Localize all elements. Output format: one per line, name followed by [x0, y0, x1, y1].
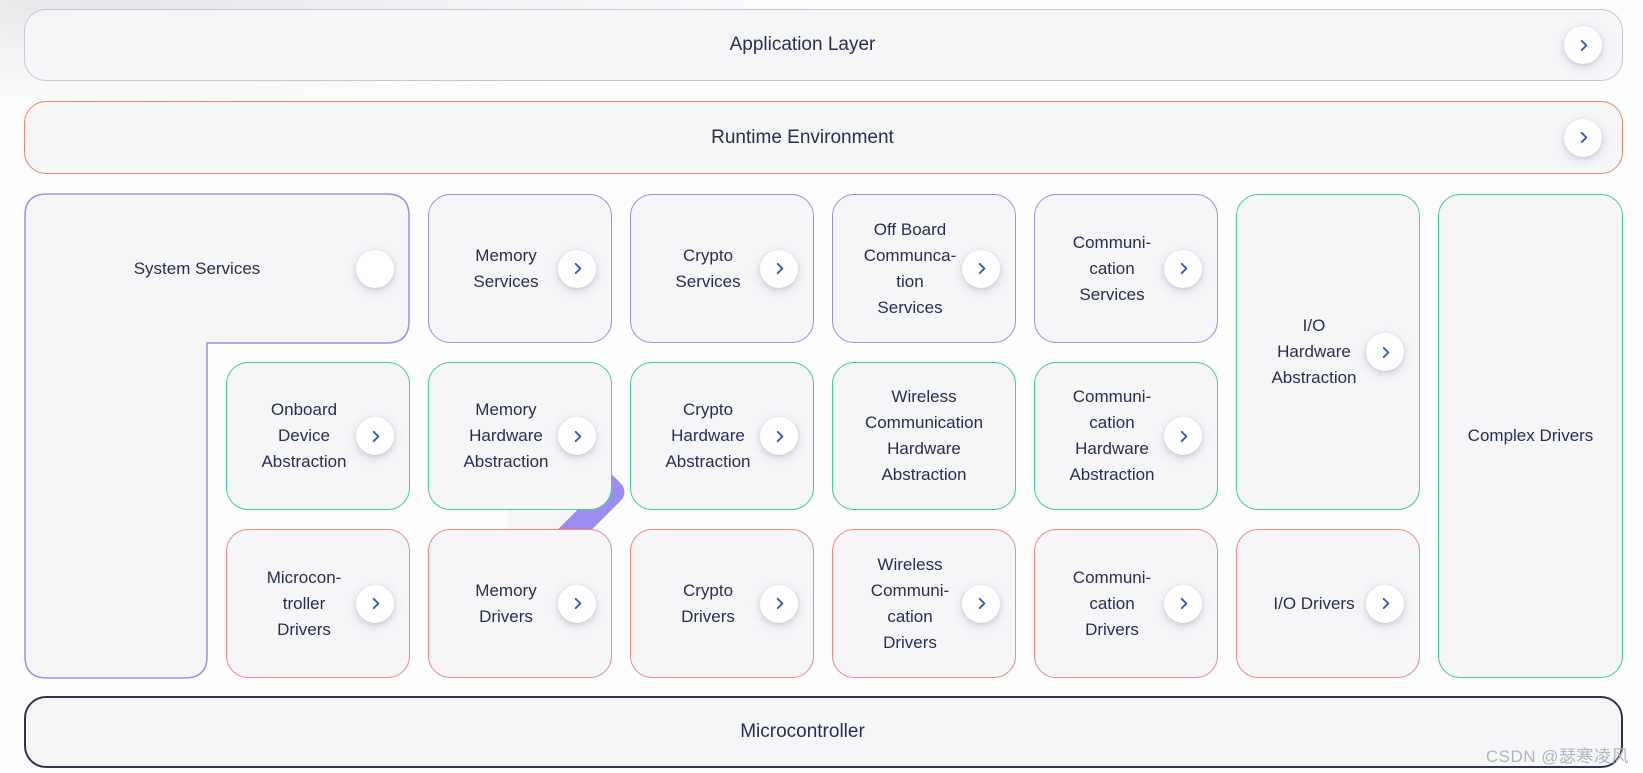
box-crypto-services[interactable]: Crypto Services — [630, 194, 814, 343]
box-onboard-device-abstraction[interactable]: Onboard Device Abstraction — [226, 362, 410, 510]
box-crypto-hardware-abstraction[interactable]: Crypto Hardware Abstraction — [630, 362, 814, 510]
system-services-outline — [24, 193, 410, 679]
watermark-text: CSDN @瑟寒凌风 — [1485, 747, 1629, 766]
communication-services-expand-button[interactable] — [1164, 249, 1202, 288]
box-memory-hardware-abstraction[interactable]: Memory Hardware Abstraction — [428, 362, 612, 510]
box-wireless-communication-hardware-abstraction: Wireless Communication Hardware Abstract… — [832, 362, 1016, 510]
memory-hardware-abstraction-label: Memory Hardware Abstraction — [463, 400, 549, 471]
runtime-environment-expand-button[interactable] — [1564, 118, 1602, 157]
runtime-environment-label: Runtime Environment — [711, 126, 894, 148]
microcontroller-bar: Microcontroller — [24, 696, 1623, 768]
communication-services-label: Communi- cation Services — [1072, 232, 1152, 304]
microcontroller-drivers-label: Microcon- troller Drivers — [266, 567, 342, 639]
system-services-expand-button[interactable] — [356, 249, 625, 609]
crypto-hardware-abstraction-expand-button[interactable] — [760, 417, 798, 455]
chevron-right-icon — [776, 262, 783, 275]
wireless-communication-hardware-abstraction-label: Wireless Communication Hardware Abstract… — [864, 387, 984, 484]
io-drivers-label: I/O Drivers — [1273, 593, 1355, 613]
application-layer-label: Application Layer — [729, 34, 876, 55]
memory-services-expand-button[interactable] — [558, 249, 596, 288]
io-drivers-expand-button[interactable] — [1366, 584, 1404, 623]
onboard-device-abstraction-label: Onboard Device Abstraction — [261, 400, 347, 471]
box-communication-drivers[interactable]: Communi- cation Drivers — [1034, 529, 1218, 678]
chevron-right-icon — [372, 597, 379, 610]
chevron-right-icon — [1580, 131, 1587, 144]
memory-hardware-abstraction-expand-button[interactable] — [558, 417, 596, 455]
box-communication-hardware-abstraction[interactable]: Communi- cation Hardware Abstraction — [1034, 362, 1218, 510]
communication-drivers-label: Communi- cation Drivers — [1072, 567, 1152, 639]
application-layer-bar[interactable]: Application Layer — [24, 9, 1623, 81]
wireless-communication-drivers-label: Wireless Communi- cation Drivers — [870, 554, 950, 652]
chevron-right-icon — [978, 262, 985, 275]
box-offboard-communication-services[interactable]: Off Board Communca- tion Services — [832, 194, 1016, 343]
offboard-communication-services-label: Off Board Communca- tion Services — [863, 219, 957, 317]
chevron-right-icon — [776, 430, 783, 442]
chevron-right-icon — [1382, 346, 1389, 358]
chevron-right-icon — [372, 430, 379, 442]
io-hardware-abstraction-label: I/O Hardware Abstraction — [1271, 316, 1357, 387]
communication-drivers-expand-button[interactable] — [1164, 584, 1202, 623]
application-layer-expand-button[interactable] — [1564, 26, 1602, 64]
box-io-hardware-abstraction[interactable]: I/O Hardware Abstraction — [1236, 194, 1420, 510]
system-services-label: System Services — [133, 258, 261, 278]
system-services-header: System Services — [25, 194, 625, 609]
wireless-communication-drivers-expand-button[interactable] — [962, 584, 1000, 623]
microcontroller-label: Microcontroller — [740, 721, 865, 742]
chevron-right-icon — [1180, 430, 1187, 442]
crypto-drivers-expand-button[interactable] — [760, 584, 798, 623]
communication-hardware-abstraction-label: Communi- cation Hardware Abstraction — [1069, 387, 1155, 484]
onboard-device-abstraction-expand-button[interactable] — [356, 417, 394, 455]
runtime-environment-bar[interactable]: Runtime Environment — [24, 101, 1623, 174]
communication-hardware-abstraction-expand-button[interactable] — [1164, 417, 1202, 455]
chevron-right-icon — [1180, 597, 1187, 610]
chevron-right-icon — [978, 597, 985, 610]
chevron-right-icon — [776, 597, 783, 610]
box-microcontroller-drivers[interactable]: Microcon- troller Drivers — [226, 529, 410, 678]
box-memory-services[interactable]: Memory Services — [428, 194, 612, 343]
chevron-right-icon — [574, 597, 581, 610]
complex-drivers-label: Complex Drivers — [1467, 426, 1594, 445]
offboard-communication-services-expand-button[interactable] — [962, 249, 1000, 288]
memory-services-label: Memory Services — [473, 245, 539, 291]
io-hardware-abstraction-expand-button[interactable] — [1366, 333, 1404, 371]
crypto-drivers-label: Crypto Drivers — [681, 580, 735, 626]
chevron-right-icon — [1382, 597, 1389, 610]
box-wireless-communication-drivers[interactable]: Wireless Communi- cation Drivers — [832, 529, 1016, 678]
box-communication-services[interactable]: Communi- cation Services — [1034, 194, 1218, 343]
box-complex-drivers: Complex Drivers — [1438, 194, 1623, 678]
memory-drivers-expand-button[interactable] — [558, 584, 596, 623]
chevron-right-icon — [1180, 262, 1187, 275]
box-io-drivers[interactable]: I/O Drivers — [1236, 529, 1420, 678]
box-crypto-drivers[interactable]: Crypto Drivers — [630, 529, 814, 678]
chevron-right-icon — [574, 430, 581, 442]
box-memory-drivers[interactable]: Memory Drivers — [428, 529, 612, 678]
crypto-services-label: Crypto Services — [675, 245, 741, 291]
microcontroller-drivers-expand-button[interactable] — [356, 584, 394, 623]
crypto-services-expand-button[interactable] — [760, 249, 798, 288]
crypto-hardware-abstraction-label: Crypto Hardware Abstraction — [665, 400, 751, 471]
chevron-right-icon — [1580, 39, 1587, 51]
memory-drivers-label: Memory Drivers — [475, 580, 537, 626]
chevron-right-icon — [574, 262, 581, 275]
